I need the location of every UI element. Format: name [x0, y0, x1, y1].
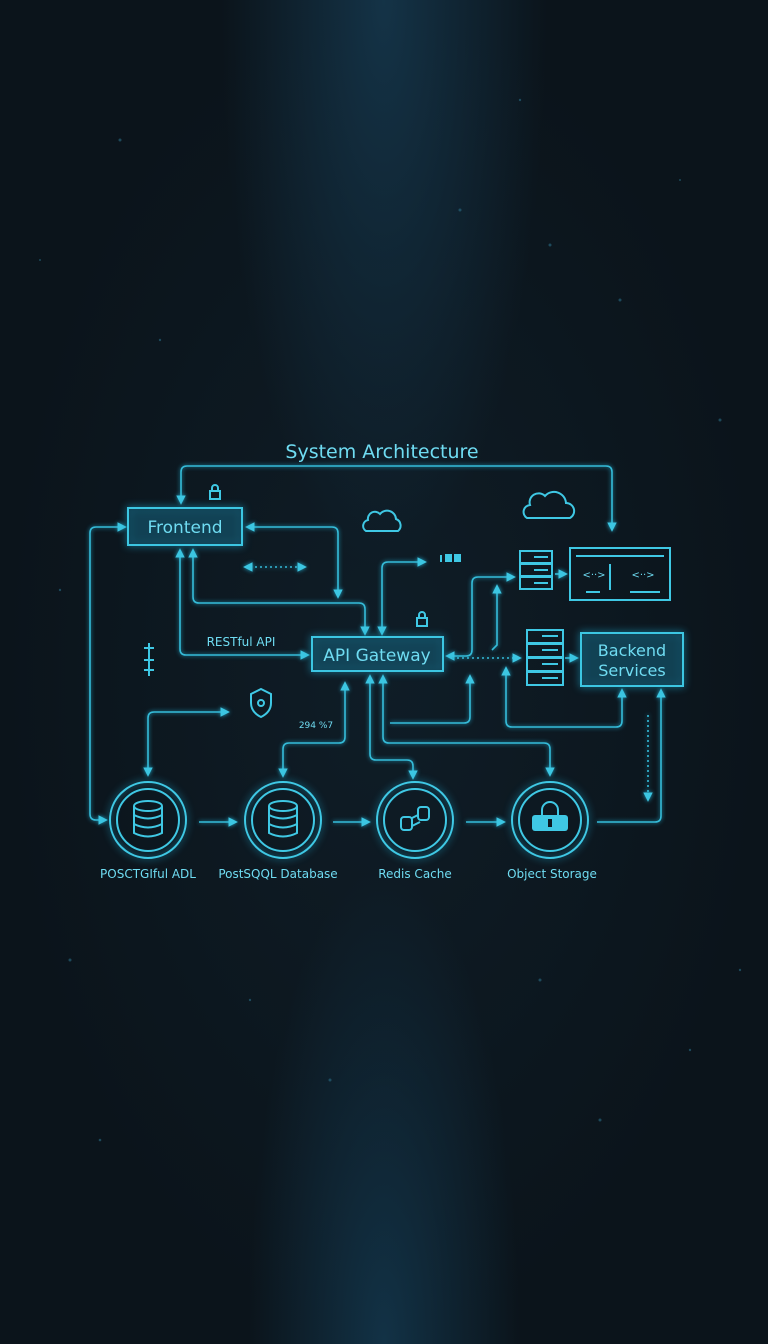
server-icon	[526, 629, 564, 686]
data-store-2[interactable]: Redis Cache	[376, 781, 454, 881]
node-connector-icon	[144, 643, 154, 676]
api-gateway-node[interactable]: API Gateway	[311, 636, 444, 672]
svg-text:<··>: <··>	[582, 570, 605, 581]
backend-label-line2: Services	[598, 661, 665, 680]
lock-icon	[532, 801, 568, 831]
database-icon	[133, 800, 163, 838]
lock-icon	[209, 484, 221, 500]
backend-label-line1: Backend	[598, 641, 666, 660]
code-panel-icon: <··> <··>	[569, 547, 671, 601]
misc-edge-label: 294 %7	[299, 721, 333, 731]
link-icon	[400, 806, 430, 831]
data-store-label: POSCTGIful ADL	[100, 867, 196, 881]
lock-icon	[416, 611, 428, 627]
background-particles	[39, 98, 742, 1142]
svg-text:<··>: <··>	[631, 570, 654, 581]
data-store-0[interactable]: POSCTGIful ADL	[100, 781, 196, 881]
server-icon	[519, 550, 553, 590]
cloud-icon	[362, 509, 402, 532]
diagram-title: System Architecture	[285, 441, 478, 463]
frontend-node[interactable]: Frontend	[127, 507, 243, 546]
api-gateway-label: API Gateway	[323, 646, 430, 666]
data-store-label: Redis Cache	[378, 867, 452, 881]
cloud-icon	[522, 490, 576, 519]
connectors	[89, 465, 666, 827]
frontend-label: Frontend	[147, 518, 222, 538]
backend-services-node[interactable]: Backend Services	[580, 632, 684, 687]
shield-icon	[250, 687, 272, 719]
database-icon	[268, 800, 298, 838]
data-store-1[interactable]: PostSQQL Database	[218, 781, 338, 881]
restful-api-label: RESTful API	[207, 635, 276, 649]
data-store-label: PostSQQL Database	[218, 867, 337, 881]
data-store-3[interactable]: Object Storage	[507, 781, 597, 881]
chip-icon	[440, 554, 461, 562]
data-store-label: Object Storage	[507, 867, 597, 881]
